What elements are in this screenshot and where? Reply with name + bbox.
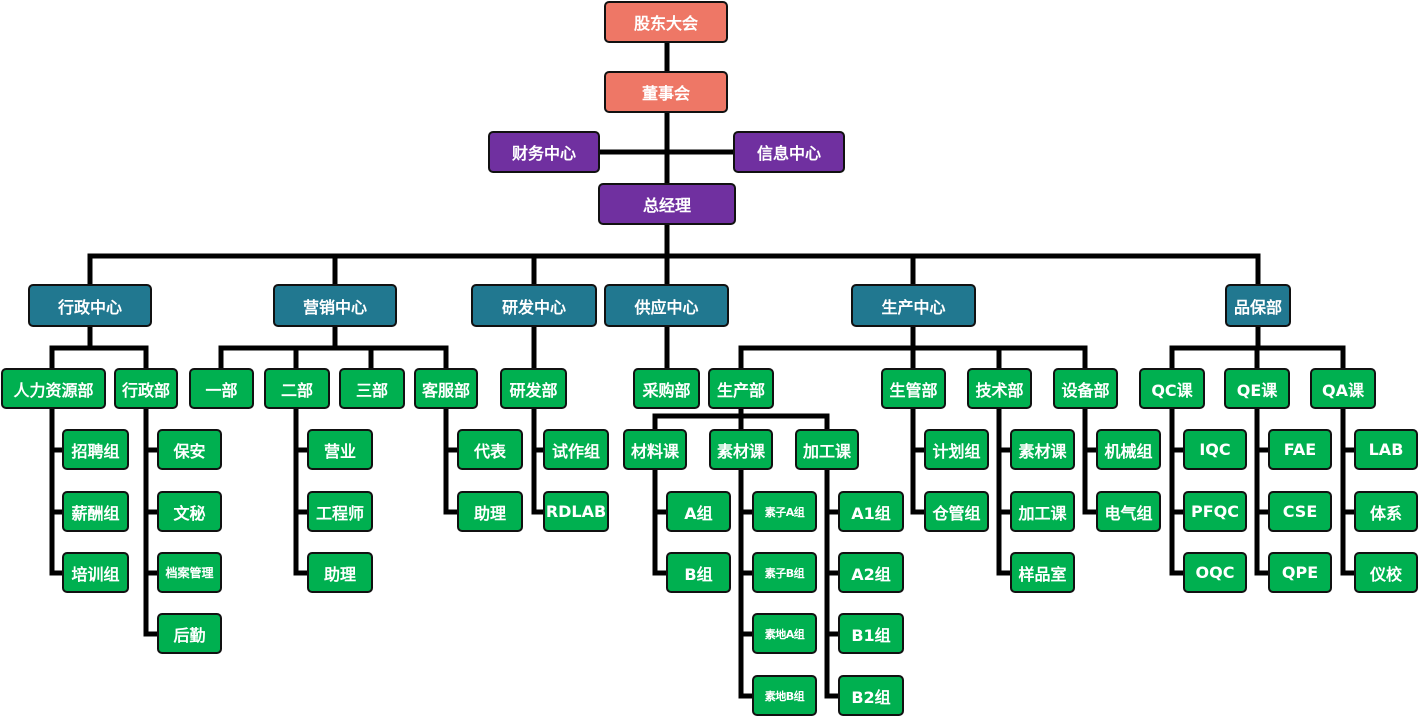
node-trial-group: 试作组 [543, 429, 609, 470]
node-base-b-group: 素地B组 [752, 675, 817, 716]
node-sales-dept-3: 三部 [339, 368, 405, 409]
node-recruit-group: 招聘组 [62, 429, 129, 470]
node-material-section: 材料课 [623, 429, 687, 470]
node-quality-dept: 品保部 [1225, 284, 1291, 327]
node-prod-dept: 生产部 [708, 368, 774, 409]
node-shareholders: 股东大会 [604, 1, 728, 43]
node-secretary: 文秘 [157, 491, 222, 532]
node-qpe: QPE [1268, 552, 1332, 593]
node-calibration: 仪校 [1354, 552, 1418, 593]
node-warehouse-group: 仓管组 [924, 491, 989, 532]
node-sales-center: 营销中心 [273, 284, 397, 327]
node-elec-group: 电气组 [1096, 491, 1161, 532]
node-plan-group: 计划组 [924, 429, 989, 470]
node-production-center: 生产中心 [851, 284, 976, 327]
node-service-assistant: 助理 [457, 491, 523, 532]
node-fae: FAE [1268, 429, 1332, 470]
node-training-group: 培训组 [62, 552, 129, 593]
node-blank-a-group: 素子A组 [752, 491, 817, 532]
node-rd-center: 研发中心 [471, 284, 597, 327]
node-tech-process-section: 加工课 [1010, 491, 1075, 532]
node-tech-blank-section: 素材课 [1010, 429, 1075, 470]
node-iqc: IQC [1183, 429, 1247, 470]
node-tech-dept: 技术部 [967, 368, 1032, 409]
node-base-a-group: 素地A组 [752, 613, 817, 654]
node-board: 董事会 [604, 71, 728, 113]
node-general-manager: 总经理 [598, 183, 736, 225]
node-pmc-dept: 生管部 [881, 368, 946, 409]
node-sales-dept-2: 二部 [264, 368, 330, 409]
node-security: 保安 [157, 429, 222, 470]
node-salary-group: 薪酬组 [62, 491, 129, 532]
node-purchase-dept: 采购部 [633, 368, 700, 409]
node-archives: 档案管理 [157, 552, 222, 593]
node-cse: CSE [1268, 491, 1332, 532]
node-blank-section: 素材课 [709, 429, 773, 470]
node-engineer: 工程师 [307, 491, 373, 532]
node-mech-group: 机械组 [1096, 429, 1161, 470]
node-rd-dept: 研发部 [500, 368, 567, 409]
node-pfqc: PFQC [1183, 491, 1247, 532]
node-lab: LAB [1354, 429, 1418, 470]
node-process-section: 加工课 [795, 429, 859, 470]
node-business: 营业 [307, 429, 373, 470]
node-b2-group: B2组 [838, 675, 904, 716]
node-admin-dept: 行政部 [114, 368, 178, 409]
node-oqc: OQC [1183, 552, 1247, 593]
node-finance-center: 财务中心 [488, 131, 600, 173]
node-qa-section: QA课 [1310, 368, 1376, 409]
node-a1-group: A1组 [838, 491, 904, 532]
node-qe-section: QE课 [1224, 368, 1290, 409]
node-qc-section: QC课 [1139, 368, 1205, 409]
node-rdlab: RDLAB [543, 491, 609, 532]
node-supply-center: 供应中心 [604, 284, 729, 327]
node-equip-dept: 设备部 [1053, 368, 1118, 409]
node-sample-room: 样品室 [1010, 552, 1075, 593]
node-b1-group: B1组 [838, 613, 904, 654]
node-service-dept: 客服部 [414, 368, 478, 409]
node-admin-center: 行政中心 [28, 284, 152, 327]
node-service-rep: 代表 [457, 429, 523, 470]
node-sales-dept-1: 一部 [189, 368, 254, 409]
node-a-group: A组 [666, 491, 731, 532]
node-logistics: 后勤 [157, 613, 222, 654]
node-info-center: 信息中心 [733, 131, 845, 173]
node-sales-assistant: 助理 [307, 552, 373, 593]
node-hr-dept: 人力资源部 [1, 368, 106, 409]
node-b-group: B组 [666, 552, 731, 593]
node-system: 体系 [1354, 491, 1418, 532]
node-a2-group: A2组 [838, 552, 904, 593]
node-blank-b-group: 素子B组 [752, 552, 817, 593]
